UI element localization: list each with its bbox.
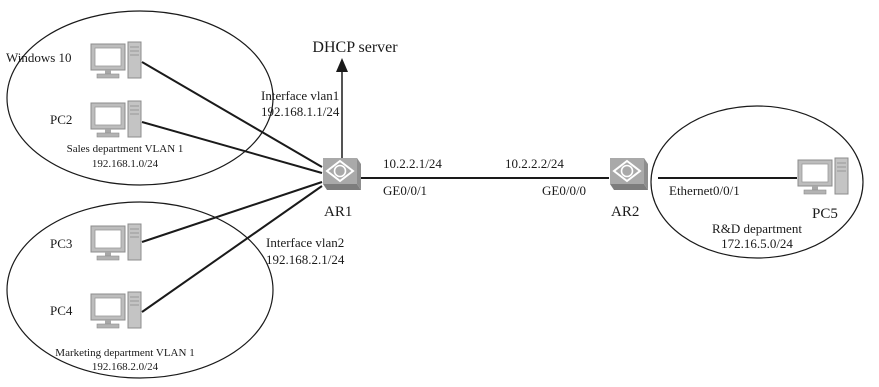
link-win10-ar1 (141, 61, 323, 168)
ar2-eth-port: Ethernet0/0/1 (669, 183, 740, 198)
marketing-group-name: Marketing department VLAN 1 (55, 347, 194, 359)
pc-icon[interactable] (797, 157, 849, 195)
sales-group-name: Sales department VLAN 1 (67, 143, 184, 155)
pc-icon[interactable] (90, 41, 142, 79)
ar2-ge-ip: 10.2.2.2/24 (505, 156, 564, 171)
host-label-pc5: PC5 (812, 206, 838, 222)
link-pc3-ar1 (141, 181, 323, 243)
rnd-group-name: R&D department (712, 221, 802, 236)
marketing-group-subnet: 192.168.2.0/24 (92, 361, 159, 373)
ar2-ge-port: GE0/0/0 (542, 183, 586, 198)
host-label-pc3: PC3 (50, 236, 72, 251)
vlan2-interface-ip: 192.168.2.1/24 (266, 252, 345, 267)
pc-icon[interactable] (90, 291, 142, 329)
router-icon[interactable] (609, 157, 649, 191)
vlan2-interface-name: Interface vlan2 (266, 235, 344, 250)
ar1-ge-ip: 10.2.2.1/24 (383, 156, 442, 171)
marketing-group-ellipse (6, 201, 274, 379)
sales-group-ellipse (6, 10, 274, 186)
link-pc2-ar1 (141, 121, 323, 174)
arrow-up-icon (336, 58, 348, 72)
router-name-ar1: AR1 (324, 204, 352, 220)
pc-icon[interactable] (90, 223, 142, 261)
router-icon[interactable] (322, 157, 362, 191)
host-label-win10: Windows 10 (6, 50, 72, 65)
pc-icon[interactable] (90, 100, 142, 138)
vlan1-interface-name: Interface vlan1 (261, 88, 339, 103)
host-label-pc4: PC4 (50, 303, 73, 318)
router-name-ar2: AR2 (611, 204, 639, 220)
vlan1-interface-ip: 192.168.1.1/24 (261, 104, 340, 119)
link-pc4-ar1 (141, 185, 323, 313)
rnd-group-ellipse (650, 105, 864, 259)
dhcp-server-label: DHCP server (312, 39, 398, 56)
ar1-ge-port: GE0/0/1 (383, 183, 427, 198)
host-label-pc2: PC2 (50, 112, 72, 127)
sales-group-subnet: 192.168.1.0/24 (92, 158, 159, 170)
rnd-group-subnet: 172.16.5.0/24 (721, 236, 793, 251)
